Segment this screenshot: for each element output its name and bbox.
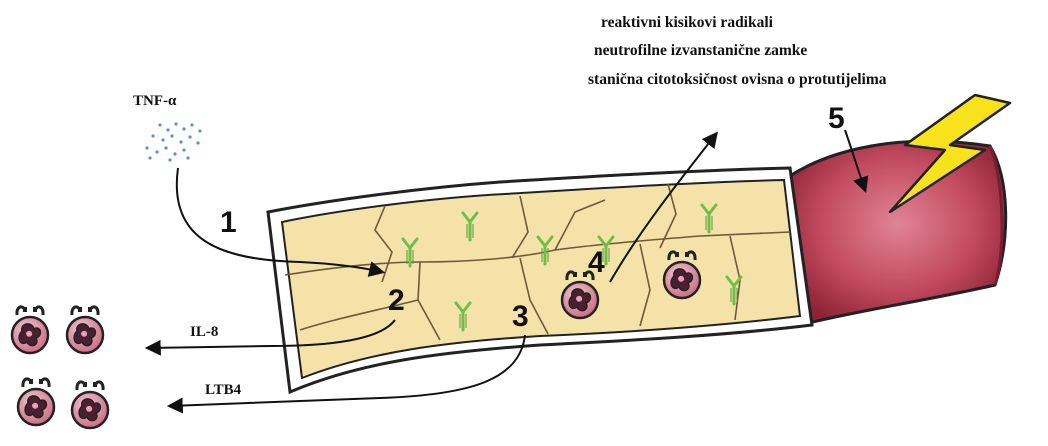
step-3: 3 <box>512 300 529 333</box>
neutrophil-cluster <box>12 307 108 428</box>
step-2: 2 <box>388 284 405 317</box>
ltb4-label: LTB4 <box>205 382 242 398</box>
il8-label: IL-8 <box>190 324 218 340</box>
cytokine-dots-icon <box>145 122 201 161</box>
step-4: 4 <box>588 246 605 279</box>
step-5: 5 <box>828 102 845 135</box>
step-1: 1 <box>220 206 237 239</box>
blood-vessel-end <box>790 141 1006 325</box>
tnf-label: TNF-α <box>133 93 177 109</box>
effect-label-3: stanična citotoksičnost ovisna o protuti… <box>588 71 887 88</box>
blood-vessel-wall <box>268 168 812 392</box>
effect-label-1: reaktivni kisikovi radikali <box>601 14 774 31</box>
effect-label-2: neutrofilne izvanstanične zamke <box>594 42 807 59</box>
